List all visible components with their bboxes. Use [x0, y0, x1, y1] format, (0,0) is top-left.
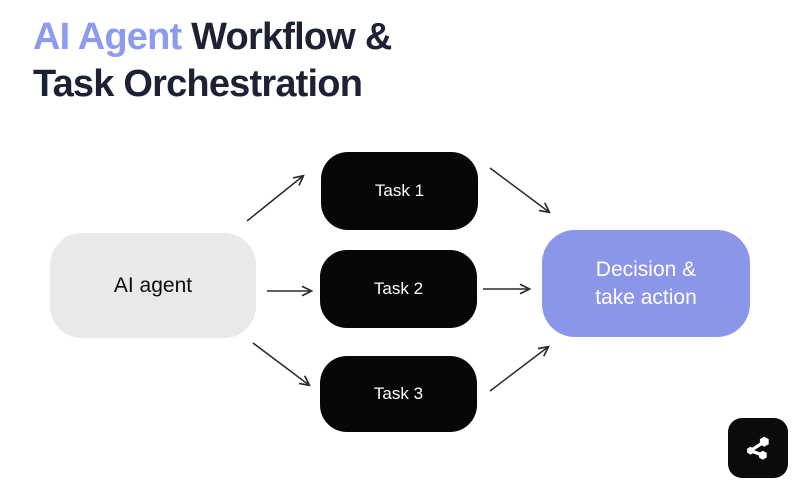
arrow-agent-to-task1 [246, 176, 303, 222]
title-line1-rest: Workflow & [181, 16, 392, 58]
arrow-task1-to-decision [489, 167, 549, 212]
title-line2: Task Orchestration [33, 63, 363, 105]
title-accent-text: AI Agent [33, 16, 182, 58]
node-decision-take-action: Decision & take action [542, 230, 750, 337]
arrow-agent-to-task3 [252, 342, 309, 385]
node-task-2: Task 2 [320, 250, 477, 328]
page-title: AI Agent Workflow & Task Orchestration [33, 14, 392, 108]
node-task-1: Task 1 [321, 152, 478, 230]
node-task-1-label: Task 1 [374, 181, 425, 200]
node-ai-agent: AI agent [50, 233, 256, 338]
share-network-icon [747, 436, 769, 460]
node-task-2-label: Task 2 [373, 279, 424, 298]
node-decision-label: Decision & take action [595, 257, 697, 309]
arrow-task3-to-decision [489, 347, 548, 392]
node-task-3-label: Task 3 [373, 384, 424, 403]
node-task-3: Task 3 [320, 356, 477, 432]
share-button[interactable] [728, 418, 788, 478]
node-ai-agent-label: AI agent [113, 273, 193, 297]
